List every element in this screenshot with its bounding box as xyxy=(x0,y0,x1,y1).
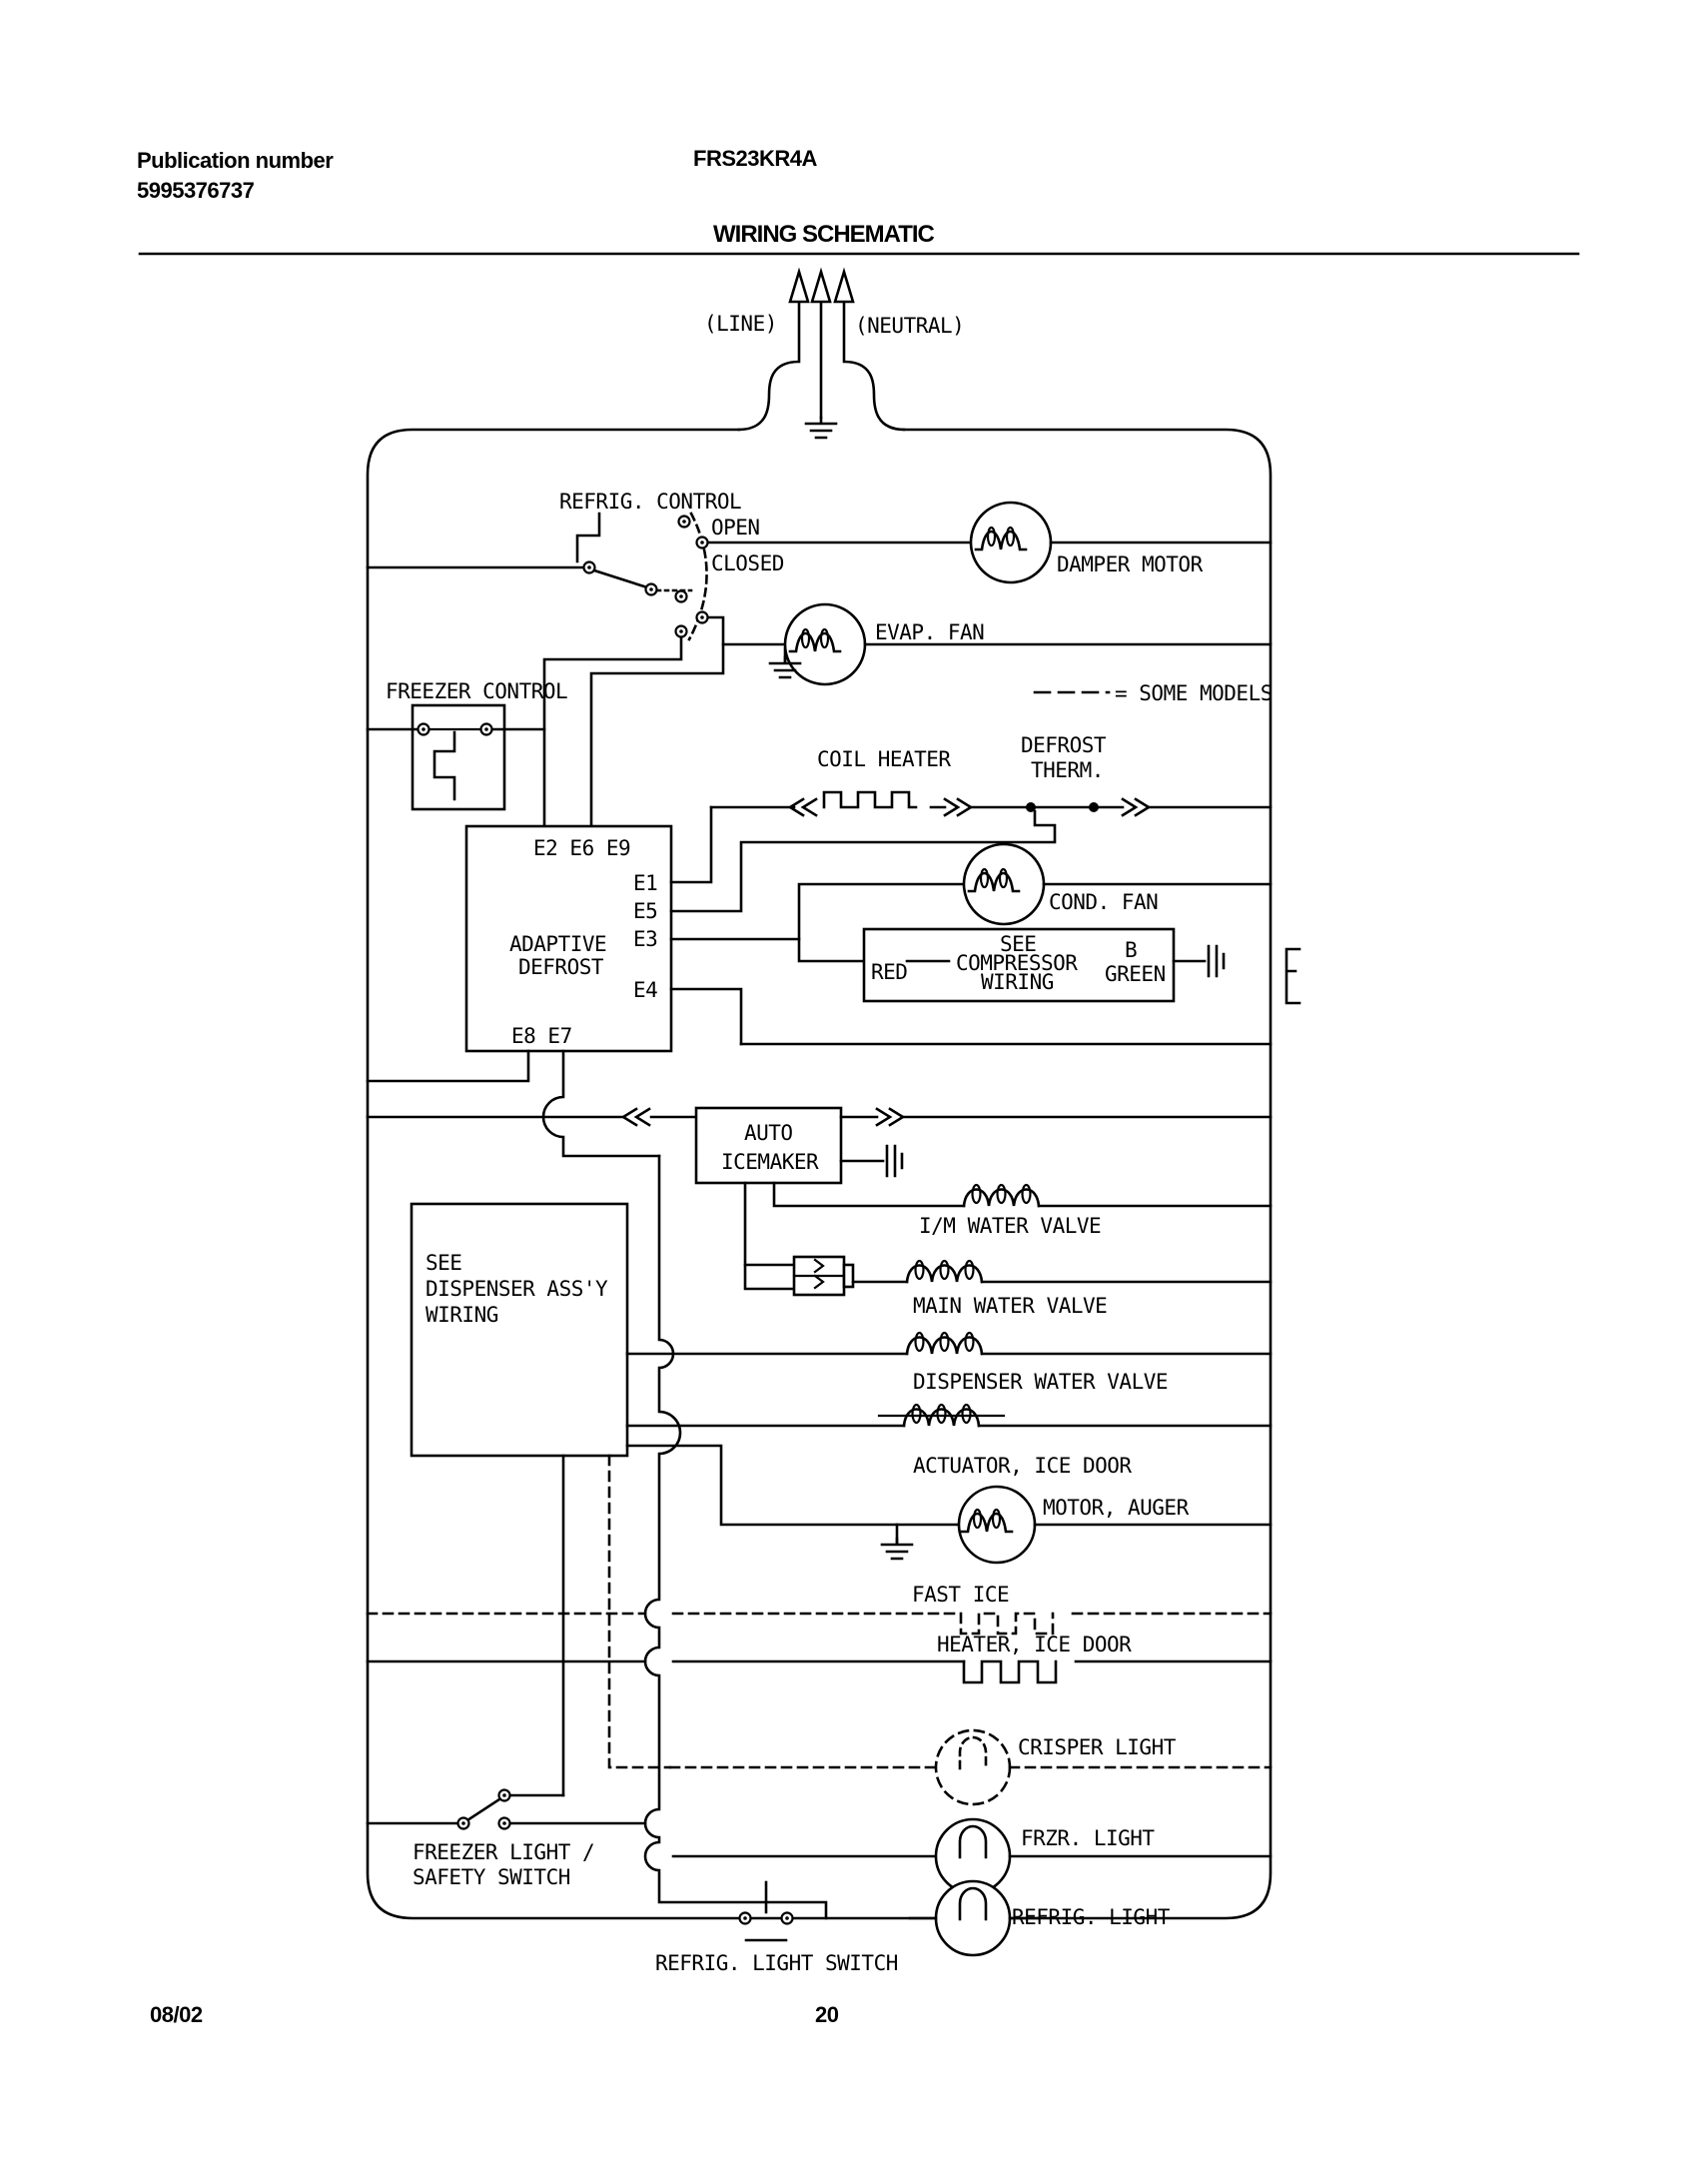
compressor-box: SEE COMPRESSOR WIRING RED B GREEN xyxy=(862,927,1301,1005)
refrig-light-switch-label: REFRIG. LIGHT SWITCH xyxy=(655,1951,898,1975)
refrig-light-label: REFRIG. LIGHT xyxy=(1012,1905,1171,1929)
e-bottom-pins: E8 E7 xyxy=(511,1024,572,1048)
dispenser-assy-box: SEE DISPENSER ASS'Y WIRING xyxy=(410,1202,629,1458)
comp-label1: SEE xyxy=(1000,932,1036,956)
icemaker-label: ICEMAKER xyxy=(721,1150,819,1174)
safety-switch-label1: FREEZER LIGHT / xyxy=(413,1840,594,1864)
legend-some-models: = SOME MODELS xyxy=(1033,681,1273,705)
cond-fan: COND. FAN xyxy=(962,842,1273,926)
crisper-light: CRISPER LIGHT xyxy=(668,1728,1273,1806)
cond-fan-label: COND. FAN xyxy=(1049,890,1158,914)
actuator-ice-door-label: ACTUATOR, ICE DOOR xyxy=(913,1454,1132,1478)
e5-pin: E5 xyxy=(633,899,657,923)
e4-pin: E4 xyxy=(633,978,657,1002)
refrig-control-switch: REFRIG. CONTROL OPEN CLOSED xyxy=(366,490,973,828)
connector-chevrons-icon xyxy=(875,1107,905,1127)
b-terminal-label: B xyxy=(1125,938,1137,962)
connector-chevrons-icon xyxy=(943,797,973,817)
publication-number: 5995376737 xyxy=(137,178,255,203)
red-wire-label: RED xyxy=(871,960,907,984)
comp-label2: COMPRESSOR xyxy=(956,951,1078,975)
freezer-control: FREEZER CONTROL xyxy=(366,679,568,811)
auto-icemaker: AUTO ICEMAKER xyxy=(366,1106,1273,1185)
damper-motor: DAMPER MOTOR xyxy=(969,501,1273,584)
valve-coil-icon xyxy=(962,1183,1041,1208)
valve-coil-icon xyxy=(905,1259,984,1284)
adaptive-label2: DEFROST xyxy=(518,955,604,979)
auto-label: AUTO xyxy=(744,1121,793,1145)
publication-label: Publication number xyxy=(137,148,334,173)
e3-pin: E3 xyxy=(633,927,657,951)
disp-label2: DISPENSER ASS'Y xyxy=(426,1277,608,1301)
interconnect-wires xyxy=(561,1154,828,1920)
actuator-ice-door: ACTUATOR, ICE DOOR xyxy=(625,1403,1273,1478)
ground-icon xyxy=(880,1537,914,1561)
coil-heater-label: COIL HEATER xyxy=(817,747,951,771)
open-label: OPEN xyxy=(711,516,760,540)
frzr-light-label: FRZR. LIGHT xyxy=(1021,1826,1155,1850)
coil-heater-row: COIL HEATER DEFROST THERM. xyxy=(709,733,1273,842)
evap-fan: EVAP. FAN xyxy=(768,602,1273,686)
crisper-light-label: CRISPER LIGHT xyxy=(1018,1735,1177,1759)
defrost-therm-label2: THERM. xyxy=(1031,758,1104,782)
heater-ice-door-label: HEATER, ICE DOOR xyxy=(937,1633,1132,1656)
damper-motor-label: DAMPER MOTOR xyxy=(1057,552,1204,576)
im-water-valve: I/M WATER VALVE xyxy=(772,1181,1273,1238)
disp-label1: SEE xyxy=(426,1251,461,1275)
page-footer: 08/02 20 xyxy=(150,2002,839,2027)
footer-date: 08/02 xyxy=(150,2002,203,2027)
fast-ice: FAST ICE xyxy=(366,1583,1273,1636)
fast-ice-label: FAST ICE xyxy=(912,1583,1009,1607)
page-title: WIRING SCHEMATIC xyxy=(713,221,935,248)
ground-icon xyxy=(885,1144,904,1178)
valve-coil-icon xyxy=(905,1331,984,1356)
model-number: FRS23KR4A xyxy=(693,146,817,171)
main-water-valve-label: MAIN WATER VALVE xyxy=(913,1294,1107,1318)
page-header: Publication number 5995376737 FRS23KR4A … xyxy=(137,146,1580,256)
ground-icon xyxy=(1207,944,1226,978)
ground-icon xyxy=(804,416,838,440)
evap-fan-label: EVAP. FAN xyxy=(875,620,984,644)
freezer-control-label: FREEZER CONTROL xyxy=(386,679,567,703)
im-water-valve-label: I/M WATER VALVE xyxy=(919,1214,1101,1238)
some-models-label: = SOME MODELS xyxy=(1115,681,1273,705)
connector-pins-icon xyxy=(813,1258,825,1290)
e1-pin: E1 xyxy=(633,871,657,895)
line-label: (LINE) xyxy=(704,312,777,336)
heater-ice-door: HEATER, ICE DOOR xyxy=(366,1633,1273,1684)
disp-label3: WIRING xyxy=(426,1303,498,1327)
comp-label3: WIRING xyxy=(981,970,1054,994)
defrost-therm-label1: DEFROST xyxy=(1021,733,1107,757)
adaptive-defrost-box: E2 E6 E9 E1 E5 E3 E4 E8 E7 ADAPTIVE DEFR… xyxy=(366,805,1273,1158)
motor-auger: MOTOR, AUGER xyxy=(625,1444,1273,1565)
main-water-valve: MAIN WATER VALVE xyxy=(743,1181,1273,1318)
neutral-label: (NEUTRAL) xyxy=(855,314,964,338)
plug-prong-icons xyxy=(788,267,855,304)
dispenser-water-valve: DISPENSER WATER VALVE xyxy=(625,1331,1273,1394)
connector-bracket-icon xyxy=(1284,947,1301,1005)
freezer-safety-switch: FREEZER LIGHT / SAFETY SWITCH xyxy=(366,1788,647,1889)
dispenser-water-valve-label: DISPENSER WATER VALVE xyxy=(913,1370,1168,1394)
footer-page-number: 20 xyxy=(815,2002,839,2027)
motor-auger-label: MOTOR, AUGER xyxy=(1043,1496,1190,1520)
closed-label: CLOSED xyxy=(711,551,784,575)
safety-switch-label2: SAFETY SWITCH xyxy=(413,1865,570,1889)
green-wire-label: GREEN xyxy=(1105,962,1166,986)
connector-chevrons-icon xyxy=(1121,797,1151,817)
adaptive-label1: ADAPTIVE xyxy=(509,932,606,956)
schematic-frame: (LINE) (NEUTRAL) xyxy=(366,267,1273,1920)
e-top-pins: E2 E6 E9 xyxy=(533,836,630,860)
connector-chevrons-icon xyxy=(621,1107,651,1127)
frzr-light: FRZR. LIGHT xyxy=(671,1817,1273,1895)
refrig-light-row: REFRIG. LIGHT REFRIG. LIGHT SWITCH xyxy=(655,1879,1171,1975)
refrig-control-label: REFRIG. CONTROL xyxy=(559,490,741,514)
